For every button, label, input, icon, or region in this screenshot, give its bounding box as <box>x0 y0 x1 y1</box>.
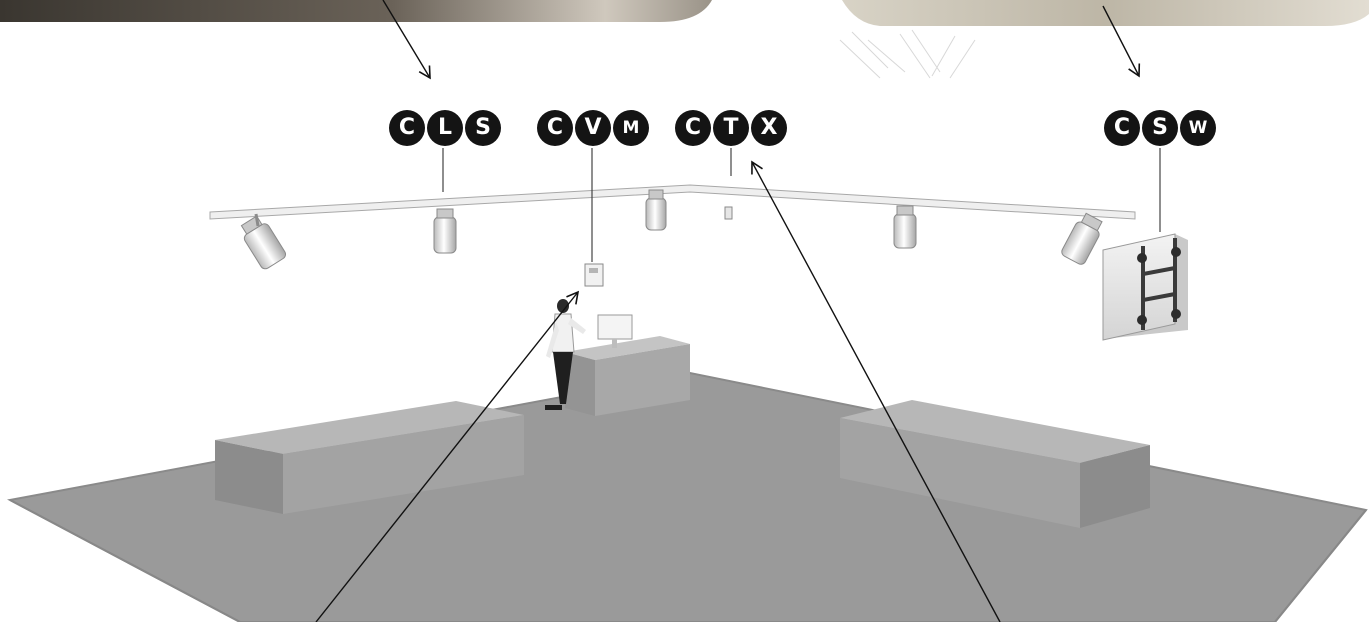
code-csw: C S W <box>1104 110 1216 146</box>
code-letter-s: S <box>465 110 501 146</box>
spotlight-icon <box>646 190 666 230</box>
floor <box>10 373 1366 622</box>
watermark-mark <box>840 30 975 78</box>
code-letter-t: T <box>713 110 749 146</box>
code-letter-c: C <box>1104 110 1140 146</box>
code-letter-w: W <box>1180 110 1216 146</box>
wall-display-panel <box>1103 234 1188 340</box>
photo-fragment-left <box>0 0 712 22</box>
code-letter-c: C <box>675 110 711 146</box>
sensor-icon <box>725 207 732 219</box>
ceiling-track <box>210 185 1135 219</box>
code-letter-x: X <box>751 110 787 146</box>
code-letter-c: C <box>537 110 573 146</box>
photo-fragment-right <box>842 0 1369 26</box>
spotlight-icon <box>894 206 916 248</box>
code-cvm: C V M <box>537 110 649 146</box>
code-cls: C L S <box>389 110 501 146</box>
code-ctx: C T X <box>675 110 787 146</box>
leader-lines <box>443 148 1160 262</box>
spotlight-icon <box>1060 211 1105 266</box>
code-letter-v: V <box>575 110 611 146</box>
speaker-icon <box>585 264 603 286</box>
code-letter-c: C <box>389 110 425 146</box>
spotlight-icon <box>434 209 456 253</box>
code-letter-s: S <box>1142 110 1178 146</box>
code-letter-m: M <box>613 110 649 146</box>
code-letter-l: L <box>427 110 463 146</box>
spotlight-icon <box>237 213 287 270</box>
